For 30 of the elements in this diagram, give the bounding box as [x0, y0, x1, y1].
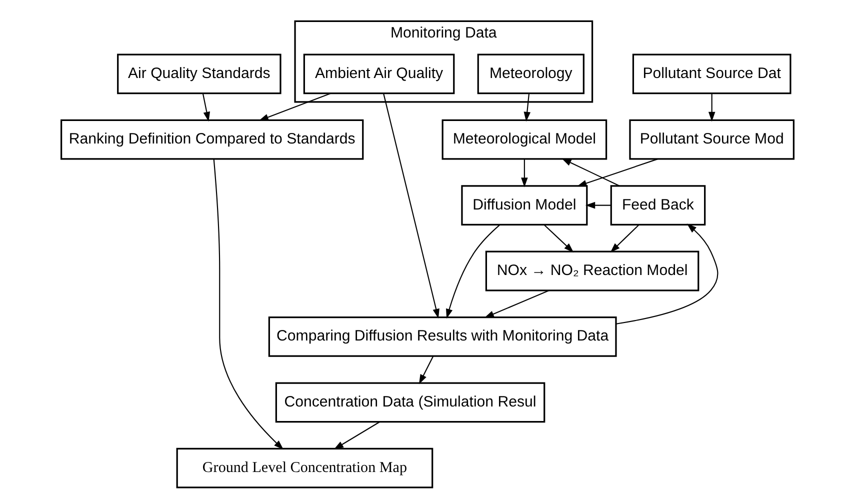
node-box: Feed Back — [610, 185, 706, 226]
node-box: Concentration Data (Simulation Resul — [275, 382, 546, 423]
arrow — [708, 93, 716, 122]
arrow — [585, 202, 611, 209]
node-box: Ranking Definition Compared to Standards — [60, 119, 364, 160]
node-box: Meteorology — [477, 54, 584, 94]
node-box: Ambient Air Quality — [303, 54, 455, 94]
node-box: Diffusion Model — [461, 185, 588, 226]
arrow — [610, 224, 640, 252]
arrow — [521, 159, 528, 188]
arrow — [484, 290, 550, 318]
node-box: Meteorological Model — [442, 119, 608, 160]
arrow — [576, 158, 658, 187]
arrow — [382, 93, 440, 319]
node-box: NOx → NO₂ Reaction Model — [485, 250, 700, 292]
arrow — [258, 92, 331, 121]
arrow — [562, 158, 620, 186]
arrow — [202, 93, 210, 122]
node-box: Air Quality Standards — [117, 54, 282, 94]
arrow — [616, 224, 718, 324]
arrow — [334, 421, 380, 450]
node-box: Comparing Diffusion Results with Monitoring Data — [268, 316, 617, 357]
arrow — [446, 224, 500, 319]
node-box: Pollutant Source Dat — [632, 54, 792, 94]
arrow — [213, 159, 284, 450]
arrow — [544, 224, 574, 252]
node-box: Pollutant Source Mod — [629, 119, 794, 160]
node-box: Ground Level Concentration Map — [176, 448, 434, 488]
arrow — [418, 356, 434, 384]
arrow — [524, 93, 531, 122]
